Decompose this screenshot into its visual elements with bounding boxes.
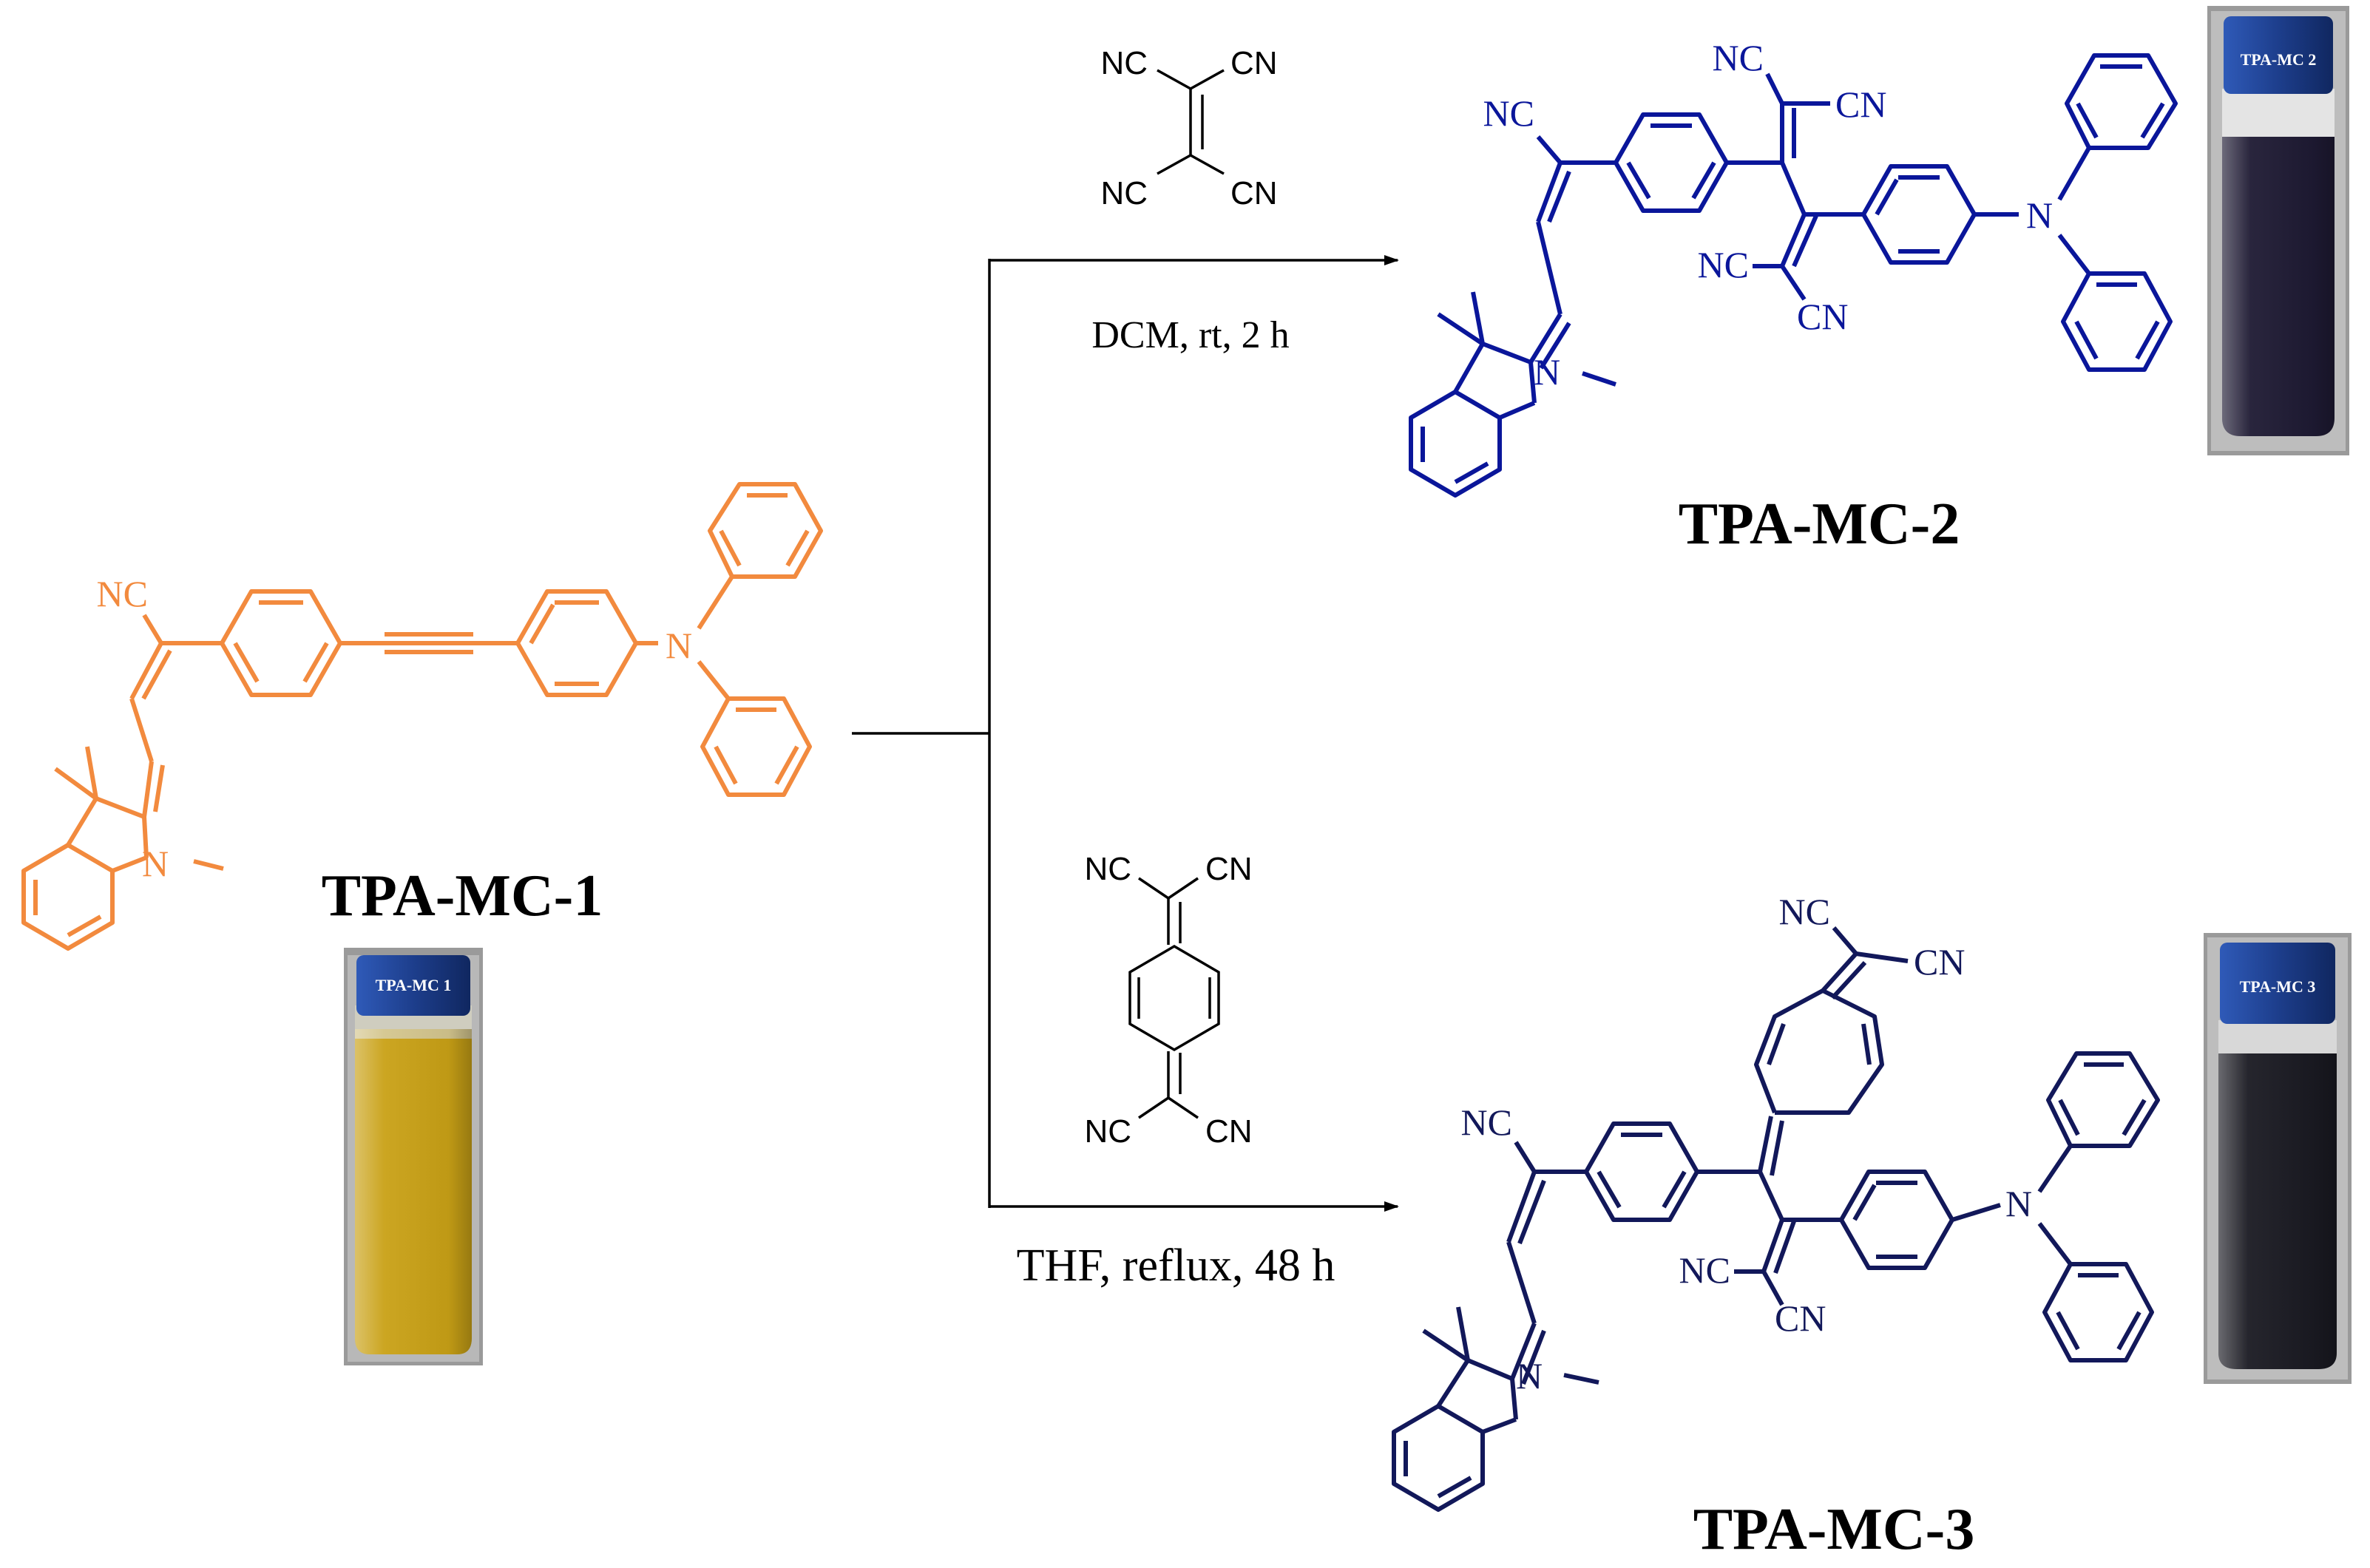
- tpa-mc-3-structure: [1392, 926, 2160, 1512]
- reaction-arrows: [852, 255, 1399, 1212]
- nitrile-label: CN: [1835, 84, 1886, 125]
- nitrile-label: NC: [1698, 244, 1749, 285]
- vial-tpa-mc-2: TPA-MC 2: [2207, 6, 2349, 455]
- nitrile-label: CN: [1205, 1113, 1253, 1150]
- nitrile-label: NC: [1084, 851, 1131, 887]
- nitrile-label: CN: [1230, 175, 1278, 211]
- nitrogen-atom: N: [666, 625, 692, 666]
- vial-cap-label: TPA-MC 3: [2240, 977, 2316, 996]
- vial-tpa-mc-1: TPA-MC 1: [344, 948, 483, 1365]
- nitrogen-atom: N: [1534, 351, 1560, 393]
- nitrogen-atom: N: [142, 843, 169, 884]
- tcnq-reagent: NC CN NC CN: [1084, 851, 1252, 1150]
- nitrile-label: NC: [1483, 92, 1534, 134]
- tpa-mc-3-label: TPA-MC-3: [1693, 1497, 1975, 1562]
- conditions-bottom: THF, reflux, 48 h: [1017, 1241, 1335, 1291]
- vial-cap-label: TPA-MC 2: [2241, 50, 2317, 69]
- tcne-reagent: NC CN NC CN: [1100, 45, 1277, 211]
- nitrogen-atom: N: [2005, 1183, 2032, 1224]
- nitrile-label: CN: [1230, 45, 1278, 81]
- nitrile-label: CN: [1775, 1297, 1826, 1339]
- nitrile-label: NC: [1713, 37, 1764, 78]
- vial-tpa-mc-3: TPA-MC 3: [2204, 933, 2352, 1384]
- nitrogen-atom: N: [2026, 194, 2053, 236]
- nitrile-label: NC: [1100, 45, 1148, 81]
- nitrile-label: NC: [97, 573, 148, 614]
- tpa-mc-1-structure: [21, 482, 823, 951]
- nitrile-label: CN: [1914, 941, 1965, 982]
- nitrile-label: NC: [1679, 1249, 1730, 1291]
- nitrogen-atom: N: [1516, 1355, 1543, 1396]
- conditions-top: DCM, rt, 2 h: [1091, 314, 1289, 356]
- nitrile-label: NC: [1100, 175, 1148, 211]
- vial-cap-label: TPA-MC 1: [376, 976, 452, 994]
- nitrile-label: NC: [1779, 891, 1830, 932]
- tpa-mc-1-label: TPA-MC-1: [322, 863, 603, 929]
- tpa-mc-2-structure: [1409, 53, 2178, 498]
- nitrile-label: CN: [1205, 851, 1253, 887]
- tpa-mc-2-label: TPA-MC-2: [1679, 492, 1960, 557]
- nitrile-label: CN: [1797, 296, 1848, 337]
- nitrile-label: NC: [1461, 1102, 1512, 1143]
- nitrile-label: NC: [1084, 1113, 1131, 1150]
